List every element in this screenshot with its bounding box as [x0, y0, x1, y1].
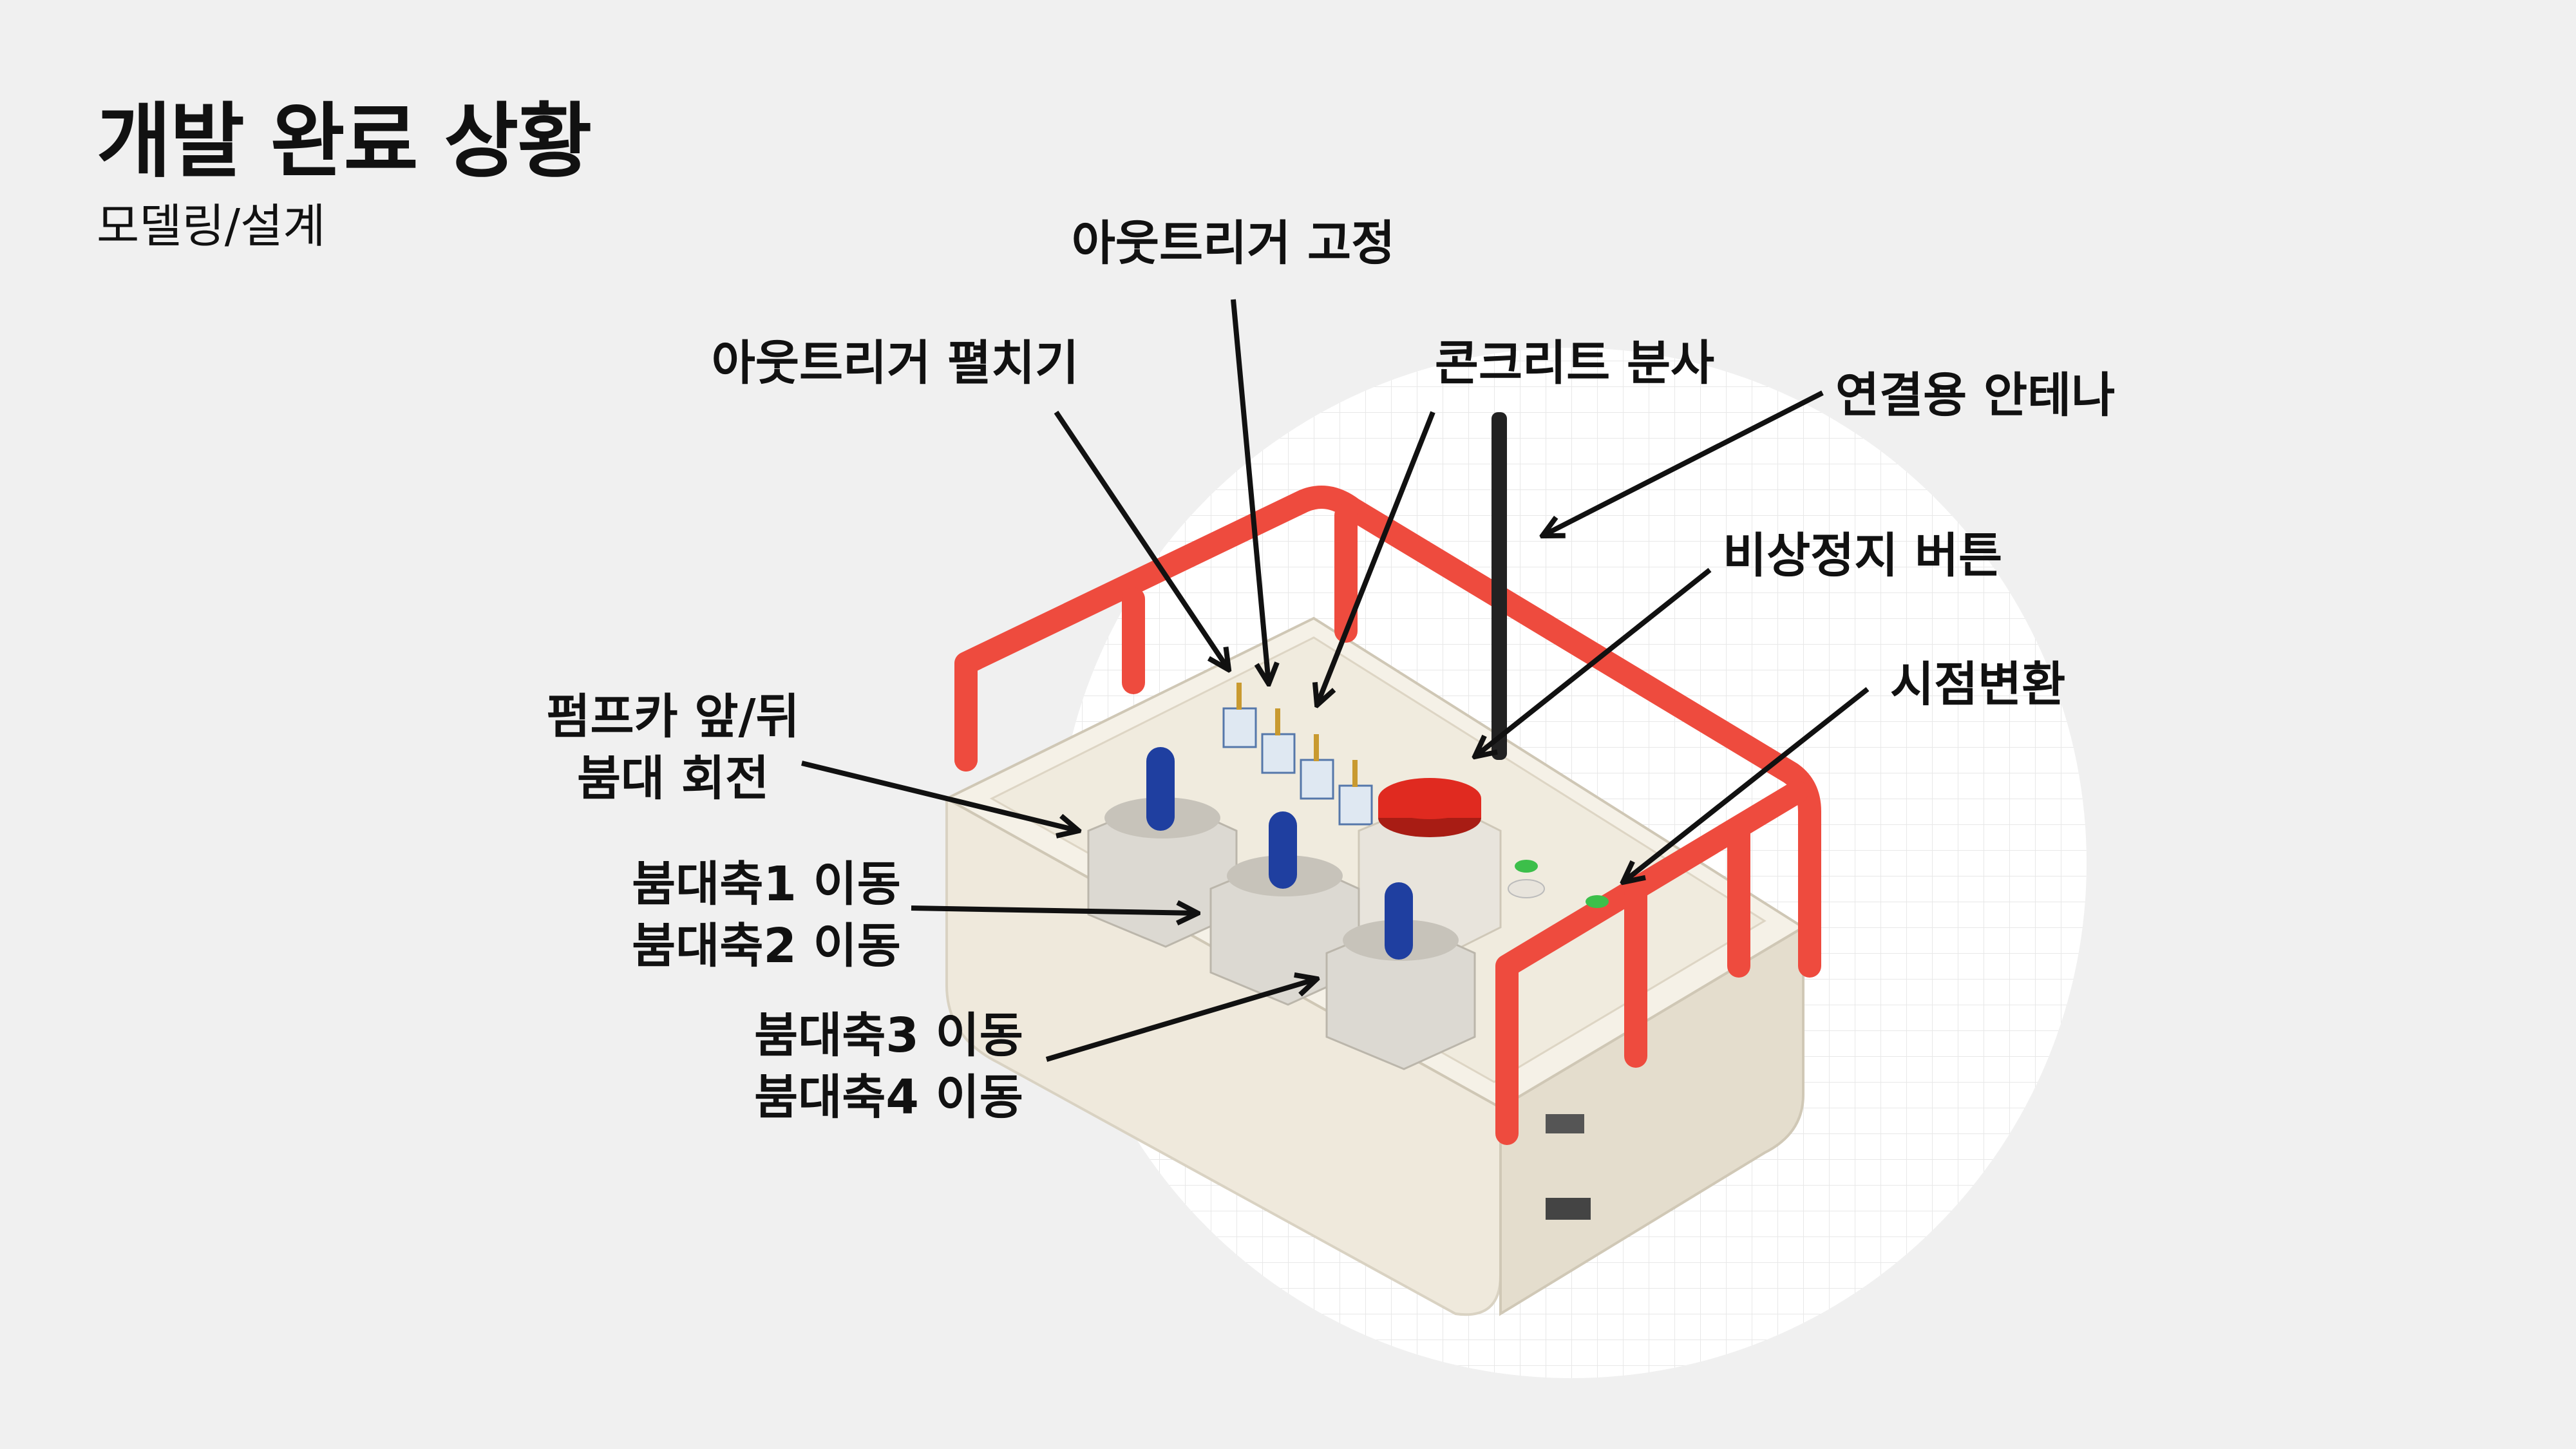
label-emergency-stop: 비상정지 버튼: [1723, 528, 2003, 583]
label-boom-axis2: 붐대축2 이동: [632, 918, 901, 974]
power-port: [1546, 1198, 1591, 1220]
label-pump-front-back: 펌프카 앞/뒤: [546, 689, 800, 744]
usb-port: [1546, 1114, 1584, 1133]
label-outrigger-spread: 아웃트리거 펼치기: [711, 336, 1079, 391]
leader-arrows: [801, 299, 1870, 1062]
page-subtitle: 모델링/설계: [97, 199, 326, 253]
outrigger-switches: [1222, 683, 1373, 826]
label-group-boom-12: 붐대축1 이동 붐대축2 이동: [632, 853, 901, 977]
page-title: 개발 완료 상황: [97, 94, 592, 189]
label-boom-axis1: 붐대축1 이동: [632, 857, 901, 912]
view-change-buttons: [1508, 860, 1609, 908]
protective-rail: [954, 486, 1821, 1145]
label-boom-axis4: 붐대축4 이동: [754, 1070, 1023, 1126]
joystick-2: [1209, 811, 1360, 1006]
label-group-boom-34: 붐대축3 이동 붐대축4 이동: [754, 1005, 1023, 1128]
label-boom-rotate: 붐대 회전: [576, 751, 770, 807]
label-view-change: 시점변환: [1890, 657, 2066, 712]
label-outrigger-fix: 아웃트리거 고정: [1071, 216, 1396, 271]
label-antenna: 연결용 안테나: [1835, 368, 2116, 423]
label-boom-axis3: 붐대축3 이동: [754, 1008, 1023, 1063]
joystick-3: [1325, 882, 1476, 1070]
antenna: [1492, 412, 1507, 760]
label-group-pump: 펌프카 앞/뒤 붐대 회전: [546, 686, 799, 810]
label-concrete-spray: 콘크리트 분사: [1434, 336, 1715, 391]
